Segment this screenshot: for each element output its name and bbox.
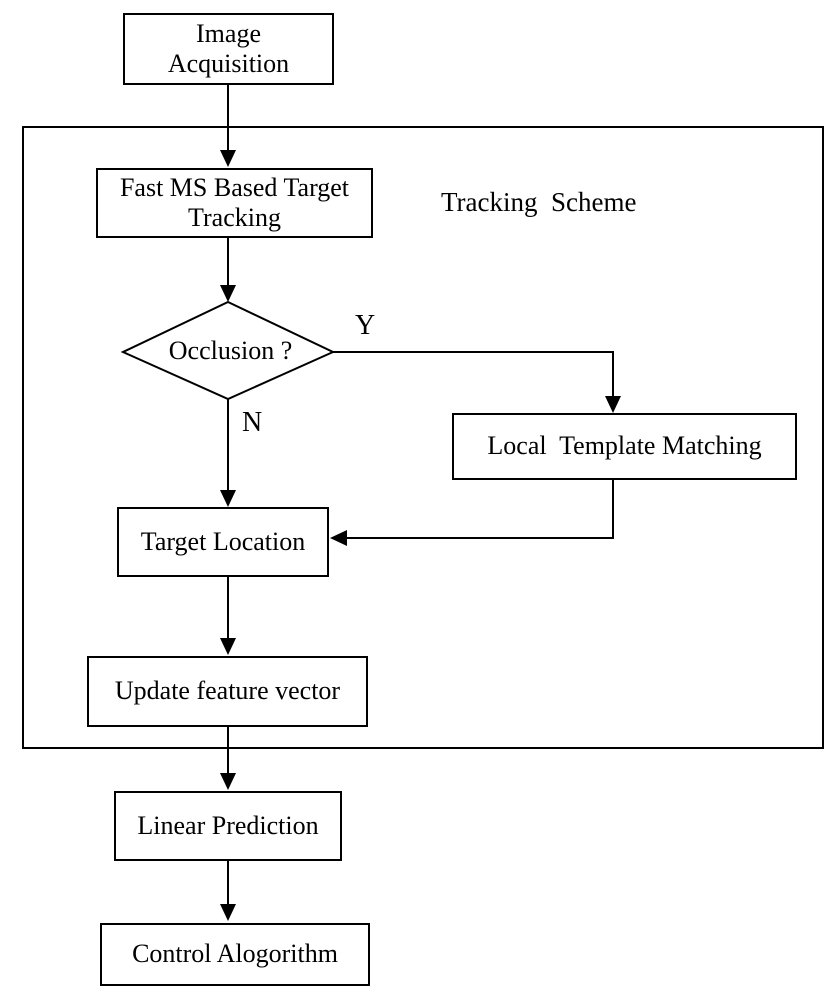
node-local-template-matching: Local Template Matching bbox=[452, 413, 797, 480]
node-target-location: Target Location bbox=[117, 507, 329, 577]
edge-template-to-location bbox=[330, 480, 614, 546]
tracking-scheme-label: Tracking Scheme bbox=[441, 187, 637, 217]
node-image-acquisition: Image Acquisition bbox=[123, 13, 334, 85]
edge-occlusion-yes-to-template bbox=[333, 351, 621, 413]
node-update-feature-vector: Update feature vector bbox=[87, 656, 368, 727]
branch-no-label: N bbox=[242, 407, 263, 438]
node-fast-ms-tracking: Fast MS Based Target Tracking bbox=[96, 168, 373, 238]
node-linear-prediction: Linear Prediction bbox=[114, 791, 342, 861]
node-occlusion-decision-label: Occlusion ? bbox=[168, 336, 293, 365]
branch-yes-label: Y bbox=[355, 310, 376, 341]
tracking-scheme-container bbox=[22, 126, 824, 749]
node-control-algorithm: Control Alogorithm bbox=[100, 923, 370, 986]
occlusion-diamond-shape bbox=[120, 300, 336, 401]
